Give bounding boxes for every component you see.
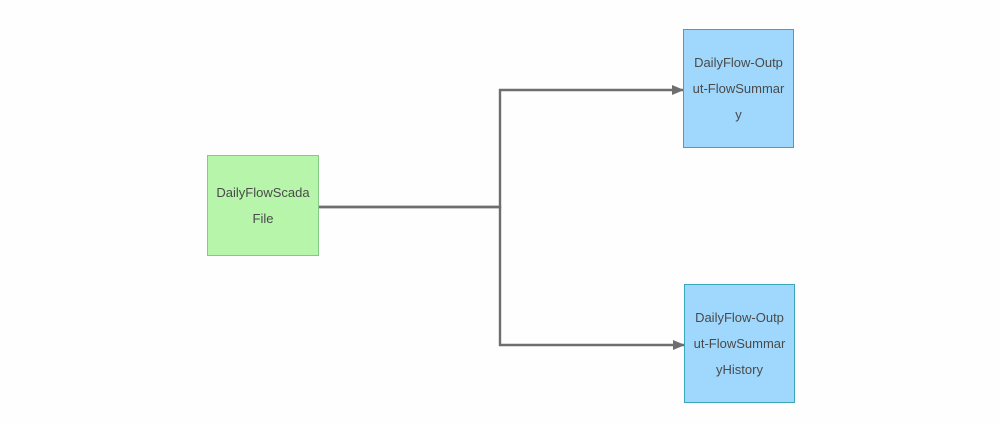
source-node-daily-flow-scada-file[interactable]: DailyFlowScadaFile (207, 155, 319, 256)
source-node-label: DailyFlowScadaFile (216, 184, 310, 226)
target-node-label: DailyFlow-Output-FlowSummaryHistory (693, 309, 786, 377)
connector-source-to-flow-summary[interactable] (319, 85, 684, 209)
connector-source-to-flow-summary-history[interactable] (319, 205, 685, 350)
target-node-flow-summary[interactable]: DailyFlow-Output-FlowSummary (683, 29, 794, 148)
target-node-label: DailyFlow-Output-FlowSummary (692, 54, 785, 122)
target-node-flow-summary-history[interactable]: DailyFlow-Output-FlowSummaryHistory (684, 284, 795, 403)
